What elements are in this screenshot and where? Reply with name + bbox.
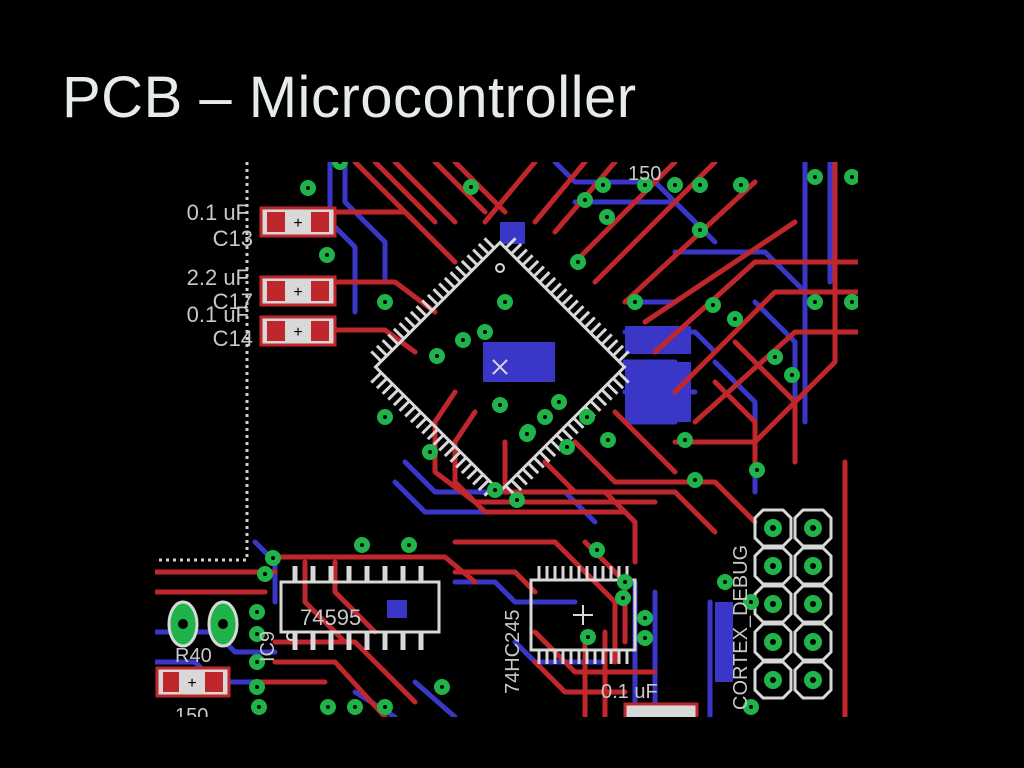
c14-ref-label: C14 <box>213 326 253 351</box>
svg-text:+: + <box>187 675 196 692</box>
pcb-layout-image: + + + + <box>155 162 858 717</box>
ic9-ref-label: IC9 <box>257 631 279 662</box>
r40-ref-label: R40 <box>175 645 212 667</box>
bottom-copper-pads <box>387 222 733 682</box>
c13-value-label: 0.1 uF <box>187 200 249 225</box>
ic9-part-label: 74595 <box>300 605 361 630</box>
pcb-drawing: + + + + <box>155 162 858 717</box>
vias <box>249 162 858 715</box>
c13-ref-label: C13 <box>213 226 253 251</box>
bottom-cap-value-label: 0.1 uF <box>601 681 658 703</box>
slide-title: PCB – Microcontroller <box>62 65 637 130</box>
c14-value-label: 0.1 uF <box>187 302 249 327</box>
silkscreen-labels: 0.1 uF C13 2.2 uF C17 0.1 uF C14 150 R40… <box>175 163 752 717</box>
svg-text:+: + <box>293 215 302 232</box>
top-value-label: 150 <box>628 163 661 185</box>
ic9-74595 <box>279 566 441 650</box>
ic-74hc245-label: 74HC245 <box>502 609 524 694</box>
c17-ref-label: C17 <box>213 289 253 314</box>
microcontroller-qfp <box>370 237 630 497</box>
debug-header <box>753 508 833 700</box>
capacitors-left: + + + <box>259 206 337 347</box>
debug-header-label: CORTEX_DEBUG <box>730 545 752 710</box>
svg-text:+: + <box>293 324 302 341</box>
c17-value-label: 2.2 uF <box>187 265 249 290</box>
svg-text:+: + <box>293 284 302 301</box>
resistor-r40: + <box>155 666 231 698</box>
bottom-value-label: 150 <box>175 705 208 717</box>
oval-pads <box>167 600 239 648</box>
ic-74hc245 <box>529 566 637 664</box>
capacitor-bottom <box>623 702 699 717</box>
